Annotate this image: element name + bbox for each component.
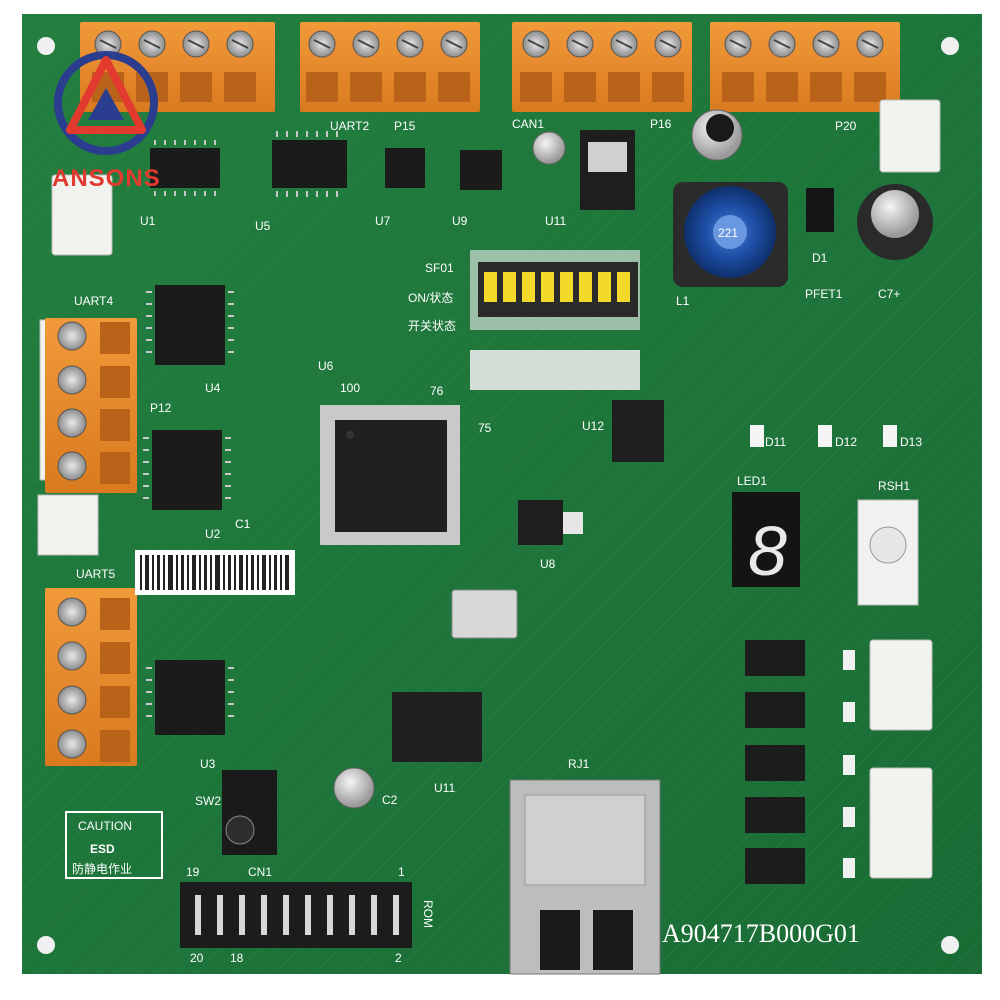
part-number: A904717B000G01 <box>662 919 860 948</box>
cn1-label: CN1 <box>248 865 272 879</box>
pin-mark-100: 100 <box>340 381 360 395</box>
left-terminal-slots <box>100 322 130 762</box>
optocouplers <box>745 640 805 884</box>
label-p16: P16 <box>650 117 672 131</box>
resistor-array <box>470 350 640 390</box>
label-l1: L1 <box>676 294 690 308</box>
label-c7plus: C7+ <box>878 287 900 301</box>
label-u10: U8 <box>540 557 556 571</box>
smd-leds-right <box>843 650 855 878</box>
mounting-holes <box>37 37 959 954</box>
label-uart2: UART2 <box>330 119 369 133</box>
cn1-pin19: 19 <box>186 865 200 879</box>
ic-pins <box>143 131 338 717</box>
caution-line2: ESD <box>90 842 115 856</box>
label-p20: P20 <box>835 119 857 133</box>
label-led1: LED1 <box>737 474 767 488</box>
cn1-pin18: 18 <box>230 951 244 965</box>
label-u2: U2 <box>205 527 221 541</box>
rj45-jack <box>509 779 661 975</box>
label-u9: U9 <box>452 214 468 228</box>
barcode-sticker <box>135 550 295 595</box>
label-uart4: UART4 <box>74 294 113 308</box>
label-p12: P12 <box>150 401 172 415</box>
ic-u12 <box>612 400 664 462</box>
left-terminal-blocks <box>45 318 137 766</box>
label-u7: U7 <box>375 214 391 228</box>
top-terminal-slots <box>92 72 886 102</box>
label-u5: U5 <box>255 219 271 233</box>
crystal <box>451 589 518 639</box>
dip-switch <box>470 250 640 330</box>
pin-mark-75: 75 <box>478 421 492 435</box>
label-sw2: SW2 <box>195 794 221 808</box>
cn1-pin1: 1 <box>398 865 405 879</box>
status-leds <box>750 425 897 447</box>
cn1-pin20: 20 <box>190 951 204 965</box>
label-d12: D12 <box>835 435 857 449</box>
label-rsh1: RSH1 <box>878 479 910 493</box>
label-u3: U3 <box>200 757 216 771</box>
top-terminal-blocks <box>80 22 900 112</box>
electrolytic-caps <box>333 109 933 809</box>
label-rj1: RJ1 <box>568 757 590 771</box>
label-u6: U6 <box>318 359 334 373</box>
label-p15: P15 <box>394 119 416 133</box>
label-u1: U1 <box>140 214 156 228</box>
label-c2: C2 <box>382 793 398 807</box>
label-pfet1: PFET1 <box>805 287 843 301</box>
seven-segment-display <box>732 492 800 587</box>
ansons-logo <box>54 51 158 155</box>
cn1-side-text: ROM <box>421 900 435 928</box>
top-screw-slots <box>99 39 879 49</box>
top-screws <box>94 30 884 58</box>
rotary-switch <box>857 499 919 606</box>
cn1-header <box>180 882 412 948</box>
label-d1: D1 <box>812 251 828 265</box>
cn1-pin2: 2 <box>395 951 402 965</box>
label-u11: U11 <box>545 214 566 228</box>
label-uart5: UART5 <box>76 567 115 581</box>
voltage-regulators <box>518 130 635 545</box>
label-can1: CAN1 <box>512 117 544 131</box>
pin-mark-76: 76 <box>430 384 444 398</box>
left-screws <box>57 321 87 759</box>
label-d13: D13 <box>900 435 922 449</box>
dip-row1-label: ON/状态 <box>408 291 453 305</box>
power-inductor <box>673 182 788 287</box>
label-sf01: SF01 <box>425 261 454 275</box>
brand-name: ANSONS <box>52 165 161 192</box>
dip-row2-label: 开关状态 <box>408 319 456 333</box>
soic-ics <box>150 140 502 735</box>
led-digit: 8 <box>748 512 787 590</box>
label-u12: U12 <box>582 419 604 433</box>
label-u8: U11 <box>434 781 455 795</box>
caution-esd-box <box>65 811 163 879</box>
tact-switch <box>222 770 277 855</box>
label-d11: D11 <box>765 435 786 449</box>
inductor-value: 221 <box>718 226 738 240</box>
caution-line1: CAUTION <box>78 819 132 833</box>
caution-line3: 防静电作业 <box>72 861 132 876</box>
diode-d1 <box>806 188 834 232</box>
label-c1: C1 <box>235 517 251 531</box>
label-u4: U4 <box>205 381 221 395</box>
ic-u8 <box>392 692 482 762</box>
main-mcu <box>320 405 460 545</box>
